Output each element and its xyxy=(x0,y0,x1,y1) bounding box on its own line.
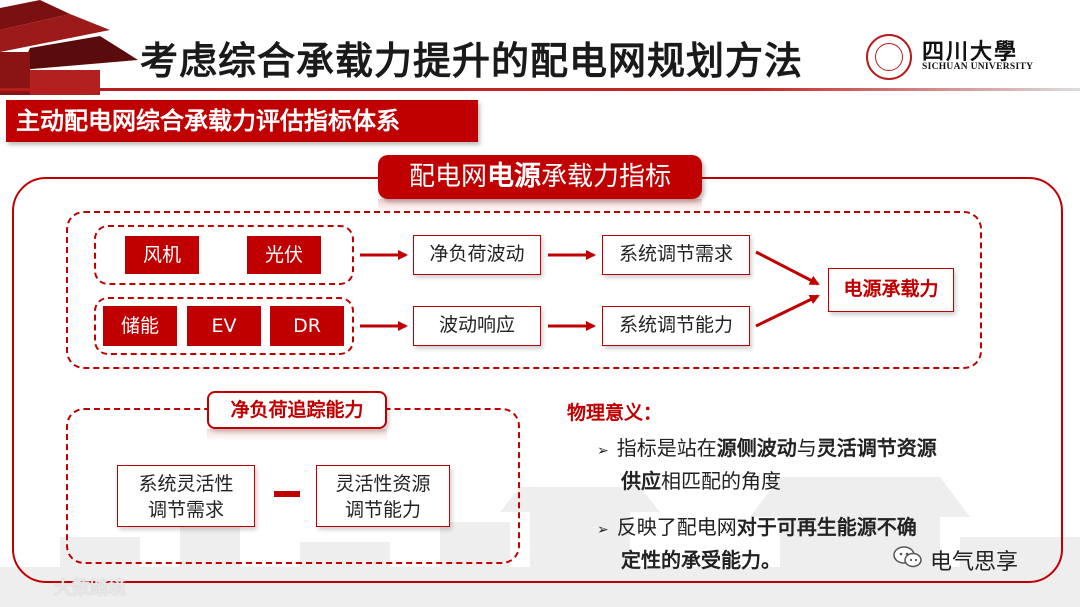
source-capacity-result-box: 电源承载力 xyxy=(828,268,954,312)
university-logo: 四川大學 SICHUAN UNIVERSITY xyxy=(866,34,1066,80)
flexibility-demand-box: 系统灵活性 调节需求 xyxy=(117,465,255,527)
pagoda-roof-icon xyxy=(0,0,138,95)
header-divider xyxy=(0,88,1080,91)
section-tag-pre: 配电网 xyxy=(408,162,487,192)
ev-box: EV xyxy=(187,306,261,346)
section-tag-post: 承载力指标 xyxy=(541,162,672,192)
meaning-bullet-1: ➢指标是站在源侧波动与灵活调节资源 供应相匹配的角度 xyxy=(597,436,937,493)
flexibility-demand-line2: 调节需求 xyxy=(147,499,224,521)
meaning-title: 物理意义： xyxy=(567,402,663,424)
flexibility-demand-line1: 系统灵活性 xyxy=(138,473,234,495)
flow-frame xyxy=(66,211,982,369)
seal-icon xyxy=(866,34,912,80)
page-title: 考虑综合承载力提升的配电网规划方法 xyxy=(140,39,804,83)
minus-sign xyxy=(274,491,300,497)
wechat-icon xyxy=(893,546,922,568)
meaning-bullet-2: ➢反映了配电网对于可再生能源不确 定性的承受能力。 xyxy=(597,515,917,572)
photovoltaic-box: 光伏 xyxy=(247,236,321,274)
arrow-bullet-icon: ➢ xyxy=(597,443,609,459)
section-tag: 配电网电源承载力指标 xyxy=(378,155,702,199)
generation-group xyxy=(94,225,354,285)
section-tag-reflection xyxy=(378,199,702,213)
flexibility-resource-line2: 调节能力 xyxy=(344,499,421,521)
flexibility-resource-box: 灵活性资源 调节能力 xyxy=(316,465,450,527)
fluctuation-response-box: 波动响应 xyxy=(413,306,541,346)
logo-chinese-name: 四川大學 xyxy=(922,39,1019,65)
flexibility-group xyxy=(94,297,354,355)
tracking-tag-reflection xyxy=(207,429,387,441)
subtitle-bar: 主动配电网综合承载力评估指标体系 xyxy=(6,100,478,142)
system-regulation-capability-box: 系统调节能力 xyxy=(602,306,750,346)
tracking-tag: 净负荷追踪能力 xyxy=(207,391,387,429)
section-tag-bold: 电源 xyxy=(487,161,541,192)
net-load-fluctuation-box: 净负荷波动 xyxy=(413,235,541,275)
logo-english-name: SICHUAN UNIVERSITY xyxy=(922,62,1034,72)
arrow-bullet-icon: ➢ xyxy=(597,522,609,538)
skyline-background-icon xyxy=(0,477,1080,607)
system-regulation-demand-box: 系统调节需求 xyxy=(602,235,750,275)
watermark-text: 大数踏境 xyxy=(54,578,126,599)
dr-box: DR xyxy=(270,306,344,346)
flexibility-resource-line1: 灵活性资源 xyxy=(335,473,431,495)
wind-turbine-box: 风机 xyxy=(125,236,199,274)
wechat-account-name: 电气思享 xyxy=(930,550,1019,575)
storage-box: 储能 xyxy=(103,306,177,346)
